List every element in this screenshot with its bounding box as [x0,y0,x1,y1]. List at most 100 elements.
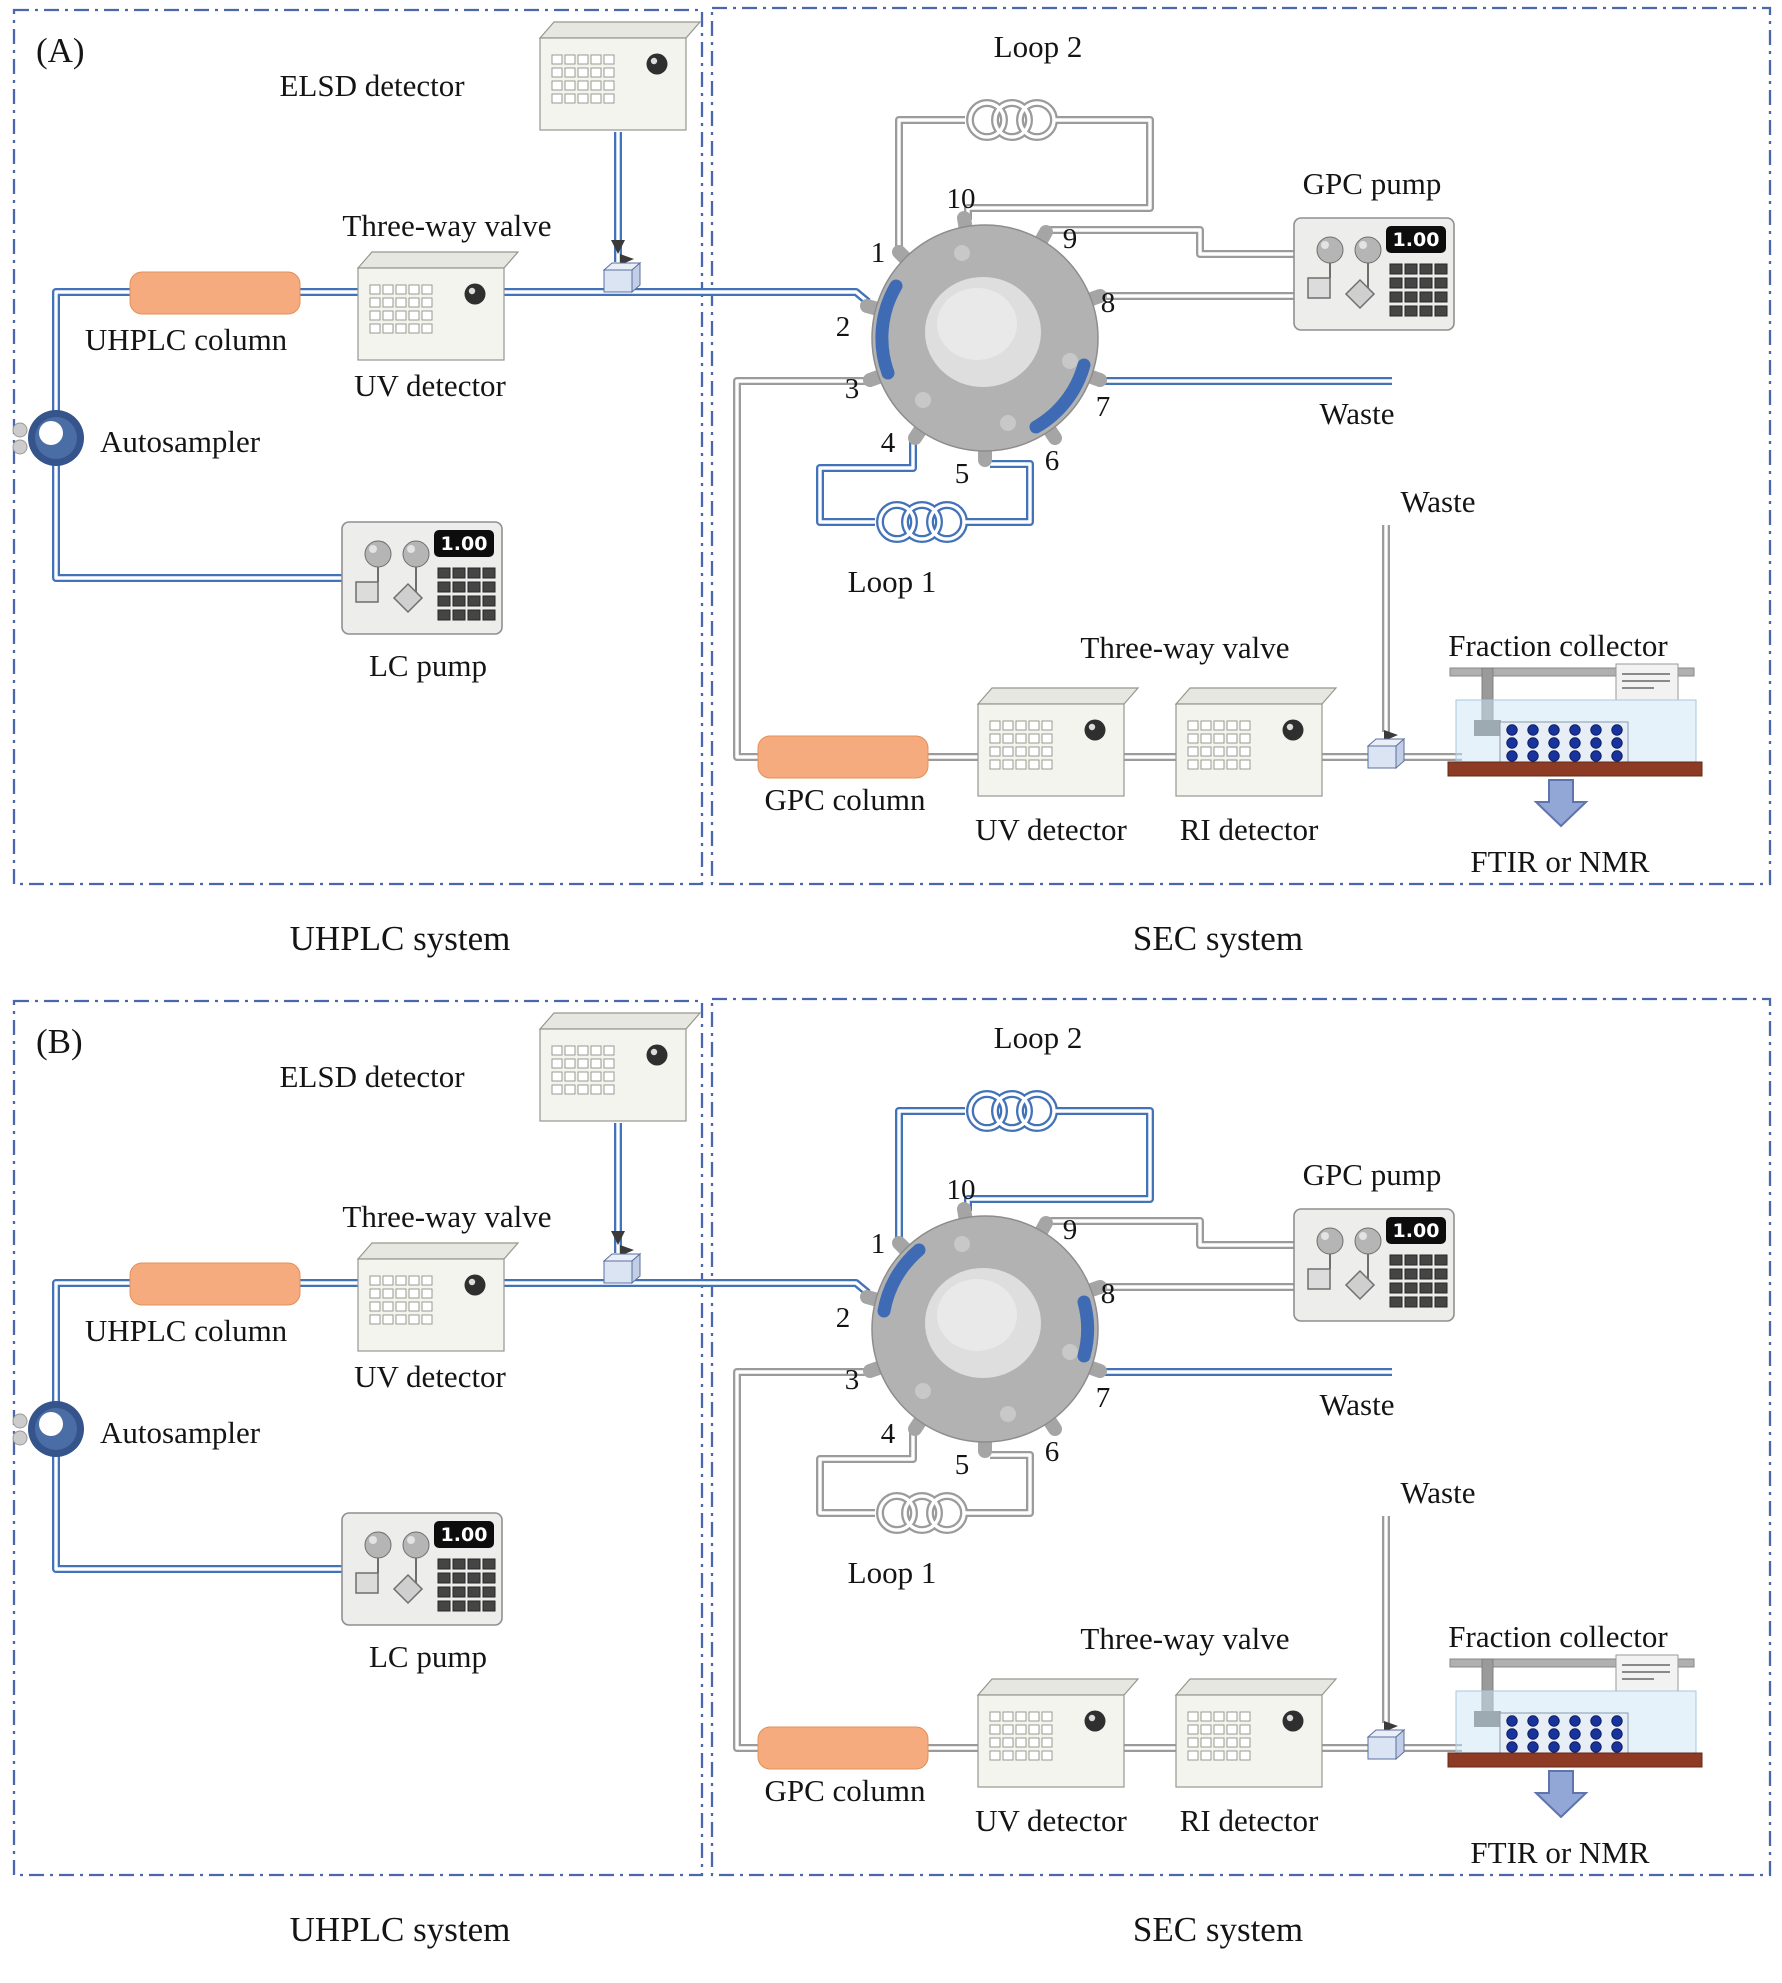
autosampler-icon [12,409,85,467]
fraction-collector-icon [1447,1654,1703,1768]
sec-system-box [710,997,1772,1877]
valve-arc-right [1029,358,1091,434]
uhplc-column-icon [129,271,301,315]
valve-arc-left [875,279,903,380]
fraction-collector-icon [1447,663,1703,777]
panel-a-diagram: (A) ELSD detector Three-way valve UHPLC … [12,6,1772,958]
gpc-column-icon [757,1726,929,1770]
panel-b-diagram: (B) ELSD detector Three-way valve UHPLC … [12,997,1772,1949]
waste-top-label: Waste [1401,484,1476,519]
fraction-collector-label: Fraction collector [1448,1619,1668,1654]
port-5: 5 [955,458,970,490]
sec-three-way-valve-label: Three-way valve [1080,1621,1289,1656]
autosampler-label: Autosampler [100,424,261,459]
port-numbers: 1 2 3 4 5 6 7 8 9 10 [836,1174,1116,1481]
lc-pump-display: 1.00 [441,1524,488,1546]
gpc-pump-display: 1.00 [1393,1220,1440,1242]
sec-three-way-valve-label: Three-way valve [1080,630,1289,665]
three-way-valve-icon [602,1243,642,1285]
ri-label: RI detector [1180,1803,1319,1838]
waste-right-label: Waste [1320,396,1395,431]
sec-uv-label: UV detector [975,1803,1127,1838]
sec-system-box [710,6,1772,886]
elsd-label: ELSD detector [279,68,465,103]
sec-system-label: SEC system [1133,919,1303,958]
ftir-nmr-label: FTIR or NMR [1470,1835,1649,1870]
uv-detector-icon [357,251,519,361]
port-9: 9 [1063,1214,1078,1246]
uhplc-column-icon [129,1262,301,1306]
elsd-label: ELSD detector [279,1059,465,1094]
uhplc-three-way-valve-label: Three-way valve [342,208,551,243]
port-1: 1 [871,237,886,269]
uhplc-system-box [12,999,704,1877]
waste-top-label: Waste [1401,1475,1476,1510]
port-7: 7 [1096,391,1111,423]
port-9: 9 [1063,223,1078,255]
port-3: 3 [845,373,860,405]
uhplc-system-label: UHPLC system [290,919,511,958]
ftir-nmr-label: FTIR or NMR [1470,844,1649,879]
uhplc-three-way-valve-label: Three-way valve [342,1199,551,1234]
ri-detector-icon [1175,1678,1337,1788]
loop2-coil [935,103,1085,137]
lc-pump-label: LC pump [369,1639,487,1674]
valve-arc-right [1077,1295,1095,1363]
uv-detector-icon [357,1242,519,1352]
autosampler-label: Autosampler [100,1415,261,1450]
port-1: 1 [871,1228,886,1260]
loop2-label: Loop 2 [994,29,1083,64]
gpc-column-icon [757,735,929,779]
valve-arc-left [877,1243,926,1318]
ri-label: RI detector [1180,812,1319,847]
uhplc-column-label: UHPLC column [85,1313,288,1348]
port-4: 4 [881,1418,896,1450]
gpc-pump-display: 1.00 [1393,229,1440,251]
port-10: 10 [947,1174,976,1206]
port-8: 8 [1101,287,1116,319]
port-4: 4 [881,427,896,459]
port-3: 3 [845,1364,860,1396]
to-ftir-arrow-icon [1535,779,1587,827]
waste-right-label: Waste [1320,1387,1395,1422]
panel-tag: (B) [36,1022,83,1061]
uhplc-column-label: UHPLC column [85,322,288,357]
port-2: 2 [836,311,851,343]
loop1-coil [845,505,995,539]
port-6: 6 [1045,445,1060,477]
port-10: 10 [947,183,976,215]
sec-three-way-valve-icon [1366,728,1406,770]
ri-detector-icon [1175,687,1337,797]
autosampler-icon [12,1400,85,1458]
uhplc-system-box [12,8,704,886]
fraction-collector-label: Fraction collector [1448,628,1668,663]
lc-pump-label: LC pump [369,648,487,683]
loop1-coil [845,1496,995,1530]
sec-three-way-valve-icon [1366,1719,1406,1761]
loop1-label: Loop 1 [848,1555,937,1590]
flow-arrowhead-icon [611,240,625,254]
to-ftir-arrow-icon [1535,1770,1587,1818]
port-6: 6 [1045,1436,1060,1468]
port-2: 2 [836,1302,851,1334]
loop2-label: Loop 2 [994,1020,1083,1055]
gpc-column-label: GPC column [764,1773,926,1808]
sec-uv-label: UV detector [975,812,1127,847]
uhplc-system-label: UHPLC system [290,1910,511,1949]
loop2-coil [935,1094,1085,1128]
flow-arrowhead-icon [611,1231,625,1245]
loop1-label: Loop 1 [848,564,937,599]
three-way-valve-icon [602,252,642,294]
lc-pump-display: 1.00 [441,533,488,555]
port-8: 8 [1101,1278,1116,1310]
uhplc-uv-label: UV detector [354,1359,506,1394]
sec-system-label: SEC system [1133,1910,1303,1949]
elsd-detector-icon [539,21,701,131]
sec-uv-detector-icon [977,687,1139,797]
port-7: 7 [1096,1382,1111,1414]
uhplc-uv-label: UV detector [354,368,506,403]
elsd-detector-icon [539,1012,701,1122]
gpc-column-label: GPC column [764,782,926,817]
port-numbers: 1 2 3 4 5 6 7 8 9 10 [836,183,1116,490]
panel-tag: (A) [36,31,85,70]
